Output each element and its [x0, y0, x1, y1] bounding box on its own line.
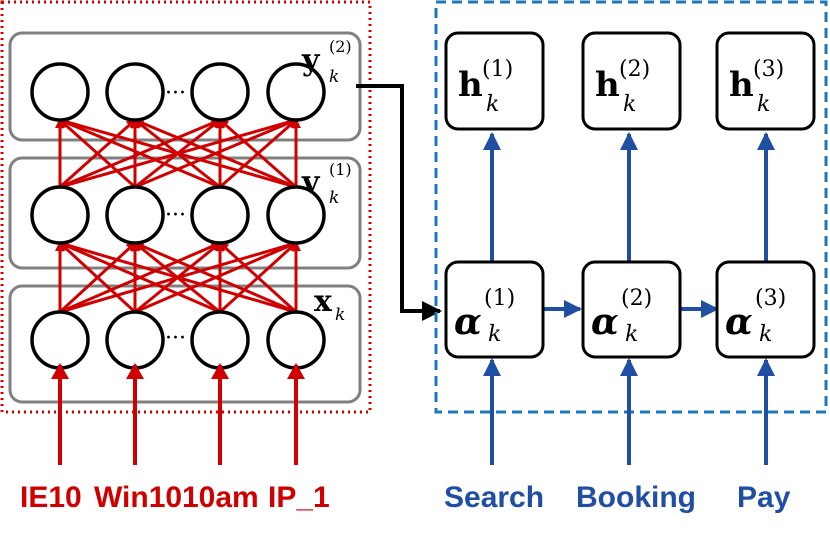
- state-box-alpha2: α (2) k: [581, 260, 682, 359]
- h3-sup: (3): [753, 57, 784, 82]
- neuron-middle-2: [190, 185, 250, 245]
- layer-label-y: y (2) k: [301, 37, 352, 87]
- edge-middle-3-to-top-1: [133, 118, 297, 189]
- input-labels-right: Search Booking Pay: [444, 481, 791, 514]
- network-edges: [55, 117, 301, 314]
- input-label-booking: Booking: [576, 481, 696, 514]
- input-label-10am: 10am: [182, 481, 259, 514]
- input-label-pay: Pay: [737, 481, 791, 514]
- ellipsis-top: ···: [165, 81, 186, 106]
- ellipsis-middle: ···: [165, 203, 186, 228]
- input-arrows-left: [51, 363, 305, 465]
- input-label-ie10: IE10: [20, 481, 82, 514]
- h3-symbol: h: [729, 65, 754, 105]
- h2-symbol: h: [595, 65, 620, 105]
- layer-label-x: x k: [314, 284, 345, 325]
- h1-sub: k: [486, 92, 499, 117]
- state-to-output-arrows: [483, 132, 775, 262]
- label-v-symbol: v: [301, 165, 321, 200]
- alpha3-sub: k: [759, 322, 772, 347]
- neurons: [30, 62, 326, 370]
- neuron-top-3: [266, 62, 326, 122]
- edge-middle-1-to-top-0: [58, 118, 136, 189]
- alpha2-sub: k: [625, 322, 638, 347]
- layer-label-v: v (1) k: [301, 160, 352, 208]
- alpha3-sup: (3): [755, 286, 786, 311]
- input-label-search: Search: [444, 481, 544, 514]
- label-x-sub: k: [335, 305, 345, 325]
- neuron-bottom-3: [266, 310, 326, 370]
- neuron-top-2: [190, 62, 250, 122]
- neuron-bottom-0: [30, 310, 90, 370]
- alpha2-symbol: α: [591, 301, 619, 343]
- output-box-h1: h (1) k: [444, 31, 545, 131]
- h1-symbol: h: [458, 65, 483, 105]
- edge-bottom-3-to-middle-0: [58, 240, 297, 314]
- h2-sup: (2): [619, 57, 650, 82]
- edge-bottom-3-to-middle-2: [218, 241, 298, 314]
- neuron-bottom-1: [105, 310, 165, 370]
- alpha3-symbol: α: [725, 301, 753, 343]
- connector-arrow: [356, 84, 442, 321]
- ellipsis-bottom: ···: [165, 326, 186, 351]
- output-box-h2: h (2) k: [581, 31, 682, 131]
- state-box-alpha3: α (3) k: [715, 260, 816, 359]
- layer-box-bottom: [8, 284, 362, 404]
- label-y-sup: (2): [329, 37, 352, 56]
- alpha1-sup: (1): [484, 286, 515, 311]
- edge-middle-3-to-top-0: [58, 117, 297, 189]
- alpha1-symbol: α: [454, 301, 482, 343]
- neuron-top-1: [105, 62, 165, 122]
- edge-bottom-1-to-middle-0: [58, 241, 137, 314]
- neuron-bottom-2: [190, 310, 250, 370]
- label-v-sup: (1): [329, 160, 352, 179]
- label-y-symbol: y: [301, 43, 321, 78]
- ellipsis-group: ··· ··· ···: [165, 81, 186, 351]
- h3-sub: k: [757, 92, 770, 117]
- edge-bottom-2-to-middle-0: [58, 241, 221, 314]
- alpha2-sup: (2): [621, 286, 652, 311]
- edge-bottom-3-to-middle-1: [133, 241, 297, 314]
- neuron-middle-3: [266, 185, 326, 245]
- input-labels-left: IE10 Win10 10am IP_1: [20, 481, 330, 514]
- output-box-h3: h (3) k: [715, 31, 816, 131]
- label-v-sub: k: [329, 188, 339, 208]
- neuron-middle-1: [105, 185, 165, 245]
- alpha1-sub: k: [488, 322, 501, 347]
- encoder-frame: [0, 0, 372, 414]
- neuron-middle-0: [30, 185, 90, 245]
- state-box-alpha1: α (1) k: [444, 260, 545, 359]
- label-y-sub: k: [329, 67, 339, 87]
- label-x-symbol: x: [314, 284, 333, 319]
- h1-sup: (1): [482, 57, 513, 82]
- neuron-top-0: [30, 62, 90, 122]
- input-label-ip1: IP_1: [268, 481, 330, 514]
- edge-middle-3-to-top-2: [218, 118, 297, 189]
- input-label-win10: Win10: [94, 481, 182, 514]
- input-arrows-right: [483, 358, 775, 465]
- h2-sub: k: [623, 92, 636, 117]
- edge-middle-2-to-top-0: [58, 118, 221, 189]
